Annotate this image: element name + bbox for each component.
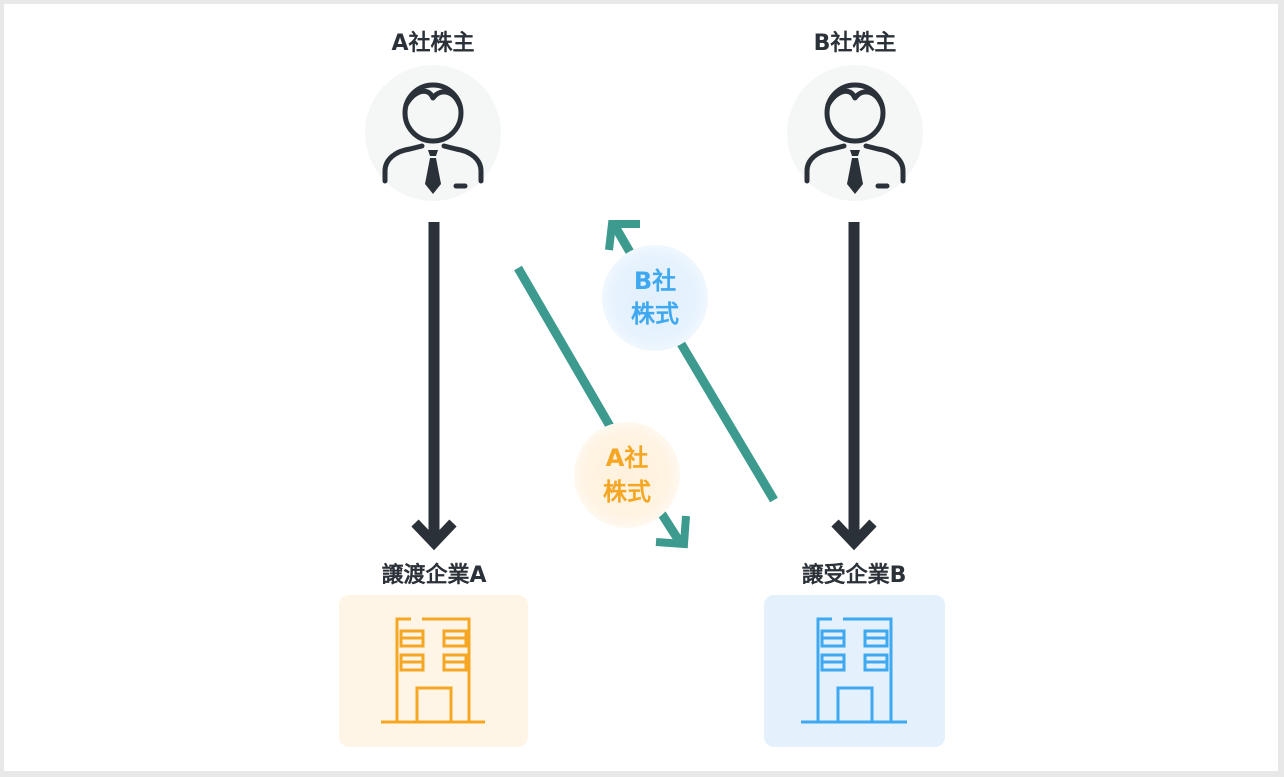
a-shares-badge-line1: A社 — [606, 444, 649, 472]
businessman-icon — [804, 82, 906, 189]
shareholder-b-label: B社株主 — [814, 30, 897, 56]
share-exchange-diagram: A社株主 B社株主 — [339, 30, 945, 747]
a-shares-badge-line2: 株式 — [603, 478, 651, 506]
office-building-icon — [381, 617, 485, 724]
businessman-icon — [382, 82, 484, 189]
shareholder-a-avatar — [365, 65, 501, 201]
b-shares-badge-line2: 株式 — [631, 300, 679, 328]
company-b-label: 譲受企業B — [802, 562, 907, 588]
shareholder-b-to-company-b-arrow — [831, 222, 877, 551]
shareholder-b-avatar — [787, 65, 923, 201]
company-a-card — [339, 595, 528, 747]
office-building-icon — [801, 617, 907, 724]
b-shares-badge: B社 株式 — [602, 245, 708, 351]
diagram-frame: A社株主 B社株主 — [4, 4, 1278, 771]
b-shares-badge-line1: B社 — [634, 267, 676, 295]
a-shares-badge: A社 株式 — [574, 422, 680, 528]
shareholder-a-to-company-a-arrow — [411, 222, 457, 551]
company-b-card — [764, 595, 945, 747]
company-a-label: 譲渡企業A — [381, 562, 486, 588]
shareholder-a-label: A社株主 — [391, 30, 474, 56]
